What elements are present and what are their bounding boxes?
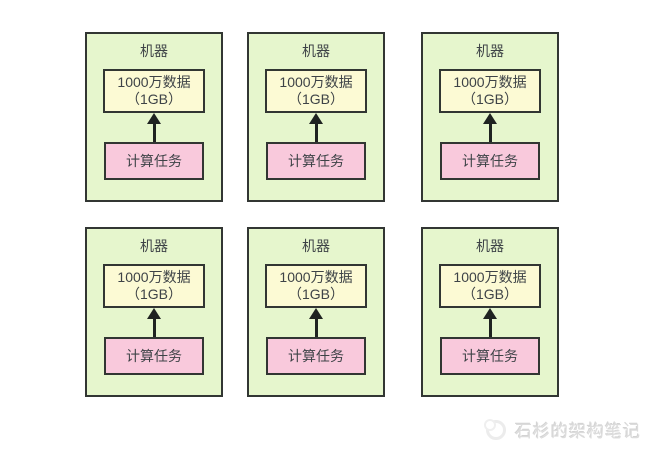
data-box-line2: （1GB） [125,91,182,107]
data-box-line1: 1000万数据 [117,269,191,285]
data-box-line1: 1000万数据 [279,74,353,90]
machine-title: 机器 [140,238,168,254]
data-box-line2: （1GB） [461,286,518,302]
arrow-up-icon [483,308,497,337]
data-box-line2: （1GB） [461,91,518,107]
arrow-up-icon [309,113,323,142]
machine-title: 机器 [140,43,168,59]
arrow-up-icon [483,113,497,142]
task-box: 计算任务 [440,142,540,180]
data-box: 1000万数据 （1GB） [439,264,541,308]
task-box: 计算任务 [266,142,366,180]
data-box-line2: （1GB） [287,286,344,302]
task-box: 计算任务 [440,337,540,375]
arrow-head [483,113,497,124]
machine-title: 机器 [476,238,504,254]
machine-box-3: 机器 1000万数据 （1GB） 计算任务 [421,32,559,202]
arrow-shaft [152,124,156,142]
data-box-line2: （1GB） [287,91,344,107]
arrow-shaft [314,124,318,142]
machine-box-4: 机器 1000万数据 （1GB） 计算任务 [85,227,223,397]
data-box: 1000万数据 （1GB） [265,264,367,308]
logo-icon [484,418,506,440]
arrow-head [483,308,497,319]
machine-box-5: 机器 1000万数据 （1GB） 计算任务 [247,227,385,397]
arrow-shaft [314,319,318,337]
arrow-head [309,113,323,124]
arrow-shaft [152,319,156,337]
data-box-line1: 1000万数据 [279,269,353,285]
watermark-text: 石杉的架构笔记 [515,422,641,441]
arrow-up-icon [147,308,161,337]
machine-box-6: 机器 1000万数据 （1GB） 计算任务 [421,227,559,397]
machine-title: 机器 [302,43,330,59]
data-box: 1000万数据 （1GB） [103,69,205,113]
machine-box-1: 机器 1000万数据 （1GB） 计算任务 [85,32,223,202]
data-box: 1000万数据 （1GB） [439,69,541,113]
data-box: 1000万数据 （1GB） [265,69,367,113]
data-box-line1: 1000万数据 [117,74,191,90]
data-box-line1: 1000万数据 [453,74,527,90]
data-box-line1: 1000万数据 [453,269,527,285]
task-box: 计算任务 [266,337,366,375]
data-box-line2: （1GB） [125,286,182,302]
watermark: 石杉的架构笔记 [484,417,641,442]
arrow-head [309,308,323,319]
arrow-head [147,113,161,124]
data-box: 1000万数据 （1GB） [103,264,205,308]
task-box: 计算任务 [104,142,204,180]
task-box: 计算任务 [104,337,204,375]
arrow-shaft [488,124,492,142]
arrow-head [147,308,161,319]
arrow-up-icon [309,308,323,337]
arrow-shaft [488,319,492,337]
arrow-up-icon [147,113,161,142]
machine-title: 机器 [476,43,504,59]
machine-title: 机器 [302,238,330,254]
machine-box-2: 机器 1000万数据 （1GB） 计算任务 [247,32,385,202]
